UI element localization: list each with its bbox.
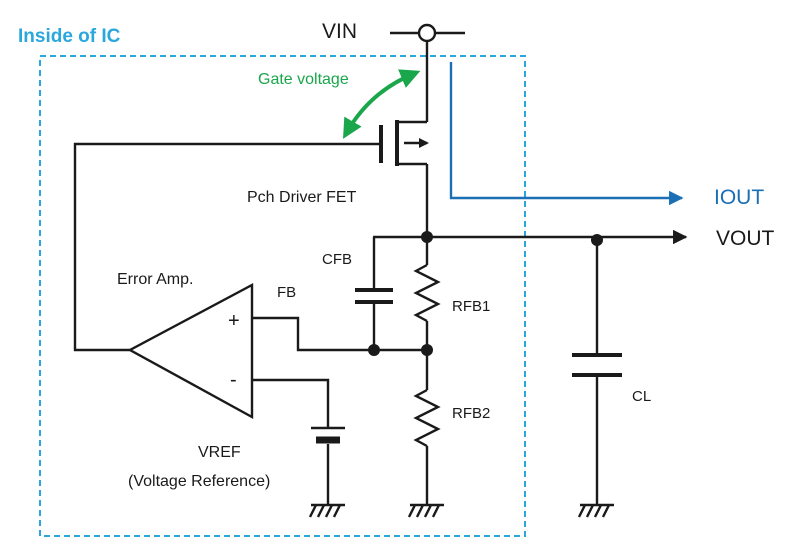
pch-driver-fet — [379, 120, 429, 166]
gate-voltage-label: Gate voltage — [258, 71, 349, 88]
cl-capacitor — [572, 240, 622, 505]
amp-plus: + — [228, 310, 240, 332]
amp-minus: - — [230, 369, 237, 391]
gate-feedback-wire — [73, 142, 381, 352]
fet-label: Pch Driver FET — [247, 189, 357, 206]
gate-voltage-arrow — [343, 69, 421, 139]
error-amp — [127, 283, 254, 420]
rfb2-label: RFB2 — [452, 405, 490, 422]
cfb-capacitor — [355, 237, 393, 350]
cfb-label: CFB — [322, 251, 352, 268]
vref-wire — [252, 378, 330, 428]
vref-label: VREF — [198, 444, 241, 461]
rfb1-label: RFB1 — [452, 298, 490, 315]
rfb2-resistor — [413, 350, 441, 505]
fb-wire — [252, 316, 427, 352]
ground-icon — [308, 503, 345, 518]
ground-icon — [577, 503, 614, 518]
iout-arrow — [449, 62, 684, 206]
vref-source — [311, 426, 345, 505]
rfb1-resistor — [413, 237, 441, 350]
iout-label: IOUT — [714, 186, 764, 209]
inside-ic-label: Inside of IC — [18, 26, 121, 47]
cl-label: CL — [632, 388, 651, 405]
ic-boundary — [39, 55, 526, 537]
vin-terminal — [417, 23, 437, 43]
fb-label: FB — [277, 284, 296, 301]
error-amp-label: Error Amp. — [117, 271, 193, 288]
vout-label: VOUT — [716, 227, 775, 250]
ground-icon — [407, 503, 444, 518]
vref-desc: (Voltage Reference) — [128, 473, 270, 490]
vin-label: VIN — [322, 20, 357, 43]
